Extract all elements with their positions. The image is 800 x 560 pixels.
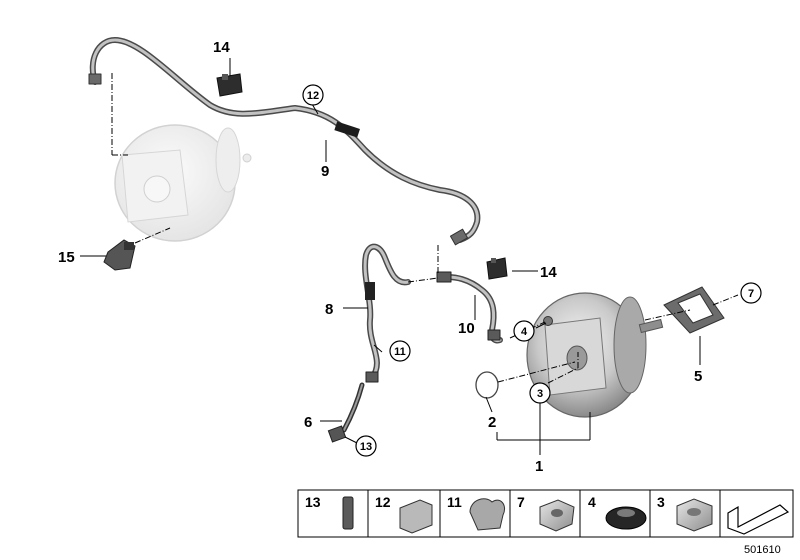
- double-clip-icon: [469, 498, 506, 531]
- vacuum-sensor-line: [327, 382, 365, 443]
- callout-14-upper: 14: [213, 39, 230, 56]
- vacuum-hose-lower: [436, 271, 503, 344]
- legend-num-7: 7: [517, 494, 525, 510]
- direction-arrow-icon: [727, 504, 790, 535]
- callout-13: 13: [360, 441, 372, 453]
- legend-cell-12: 12: [375, 494, 433, 534]
- legend-cell-3: 3: [657, 494, 713, 532]
- callout-9: 9: [321, 163, 329, 180]
- grommet-icon: [605, 506, 647, 530]
- legend-cell-11: 11: [447, 494, 506, 531]
- callout-2: 2: [488, 414, 496, 431]
- legend-num-12: 12: [375, 494, 391, 510]
- callout-12: 12: [307, 90, 319, 102]
- ghost-brake-booster: [114, 124, 252, 242]
- legend-num-4: 4: [588, 494, 596, 510]
- hose-clip-icon: [342, 496, 354, 530]
- callout-14-lower: 14: [540, 264, 557, 281]
- callout-7: 7: [748, 288, 754, 300]
- callout-6: 6: [304, 414, 312, 431]
- leader-lines: [80, 58, 701, 455]
- callout-3: 3: [537, 388, 543, 400]
- callout-5: 5: [694, 368, 702, 385]
- legend-num-3: 3: [657, 494, 665, 510]
- parts-legend: 13 12 11 7 4 3: [297, 489, 794, 538]
- legend-cell-arrow: [727, 504, 790, 535]
- booster-gasket: [663, 286, 725, 334]
- callout-4: 4: [521, 326, 528, 338]
- callout-1: 1: [535, 458, 543, 475]
- diagram-code: 501610: [744, 544, 781, 556]
- holder-clip-icon: [399, 499, 433, 534]
- legend-num-11: 11: [447, 494, 462, 510]
- holder-part-upper: [216, 73, 243, 97]
- vacuum-hose-upper: [362, 243, 411, 383]
- legend-num-13: 13: [305, 494, 321, 510]
- holder-part-lower: [486, 257, 508, 280]
- o-ring: [475, 371, 499, 399]
- callout-11: 11: [394, 346, 406, 358]
- callout-10: 10: [458, 320, 475, 337]
- vacuum-pipe: [88, 37, 481, 246]
- legend-cell-7: 7: [517, 494, 575, 532]
- callout-15: 15: [58, 249, 75, 266]
- legend-cell-4: 4: [588, 494, 647, 530]
- callouts: 14 12 9 15 14 8 10 11 4 3 7 5 2 6 13 1: [58, 39, 762, 475]
- sensor-part: [103, 239, 136, 271]
- brake-booster: [526, 292, 664, 418]
- legend-cell-13: 13: [305, 494, 354, 530]
- callout-8: 8: [325, 301, 333, 318]
